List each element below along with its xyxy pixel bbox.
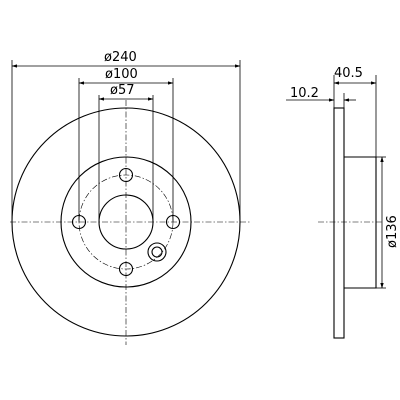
locating-hole-outer [147,242,167,262]
locating-hole-inner [151,246,163,258]
dim-label-405: 40.5 [334,66,363,81]
side-view [318,107,382,339]
hat-profile [344,156,377,289]
front-view-dimensions: ø240 ø100 ø57 [11,50,241,222]
hub-outline [60,156,192,288]
side-view-dimensions: 40.5 10.2 ø136 [286,66,400,289]
dim-label-102: 10.2 [290,86,319,101]
dim-label-100: ø100 [105,67,138,82]
dim-label-57: ø57 [110,83,135,98]
dim-label-240: ø240 [104,50,137,65]
dim-label-136: ø136 [385,215,400,248]
bolt-hole-top [118,167,134,183]
front-view [10,100,250,345]
disc-profile [333,107,345,339]
bolt-hole-bottom [118,261,134,277]
